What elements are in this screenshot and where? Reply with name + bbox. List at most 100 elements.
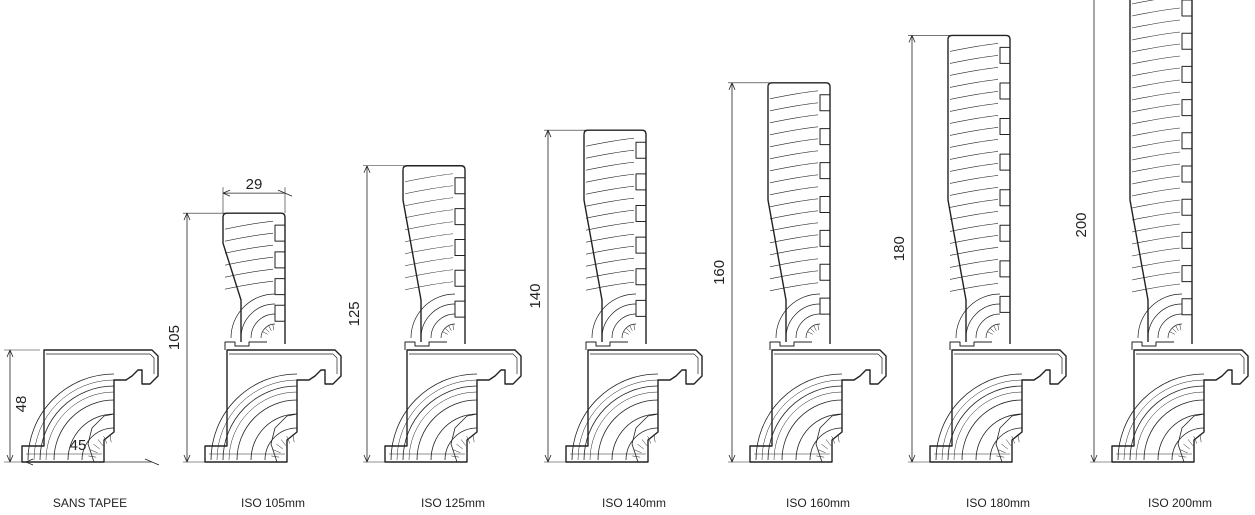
- grain-arc: [53, 399, 115, 461]
- grain-arc: [989, 427, 1023, 461]
- outline-stroke: [641, 439, 648, 446]
- grain-band: [769, 150, 819, 160]
- outline-stroke: [472, 434, 475, 443]
- notch: [274, 224, 285, 242]
- grain-arc: [597, 399, 659, 461]
- outline-stroke: [271, 455, 280, 458]
- grain-band: [585, 173, 635, 183]
- grain-band: [1131, 67, 1181, 77]
- sill-lining: [46, 353, 155, 374]
- outline-stroke: [1017, 434, 1020, 443]
- grain-band: [769, 162, 819, 172]
- grain-band: [1131, 235, 1181, 245]
- grain-band: [949, 211, 999, 220]
- notch: [819, 128, 830, 146]
- grain-band: [585, 197, 635, 207]
- grain-band: [1131, 151, 1181, 161]
- grain-band: [404, 221, 454, 231]
- dimension-label: 160: [711, 260, 728, 285]
- outline-stroke: [292, 434, 295, 443]
- notch: [454, 300, 465, 318]
- outline-stroke: [466, 436, 471, 444]
- extension-outline: [583, 129, 647, 344]
- grain-arc: [591, 293, 637, 339]
- notch: [635, 236, 646, 254]
- outline-stroke: [1011, 436, 1016, 444]
- grain-arc: [975, 313, 1001, 339]
- sill-lining: [774, 353, 883, 374]
- dimension-label: 180: [891, 236, 908, 261]
- outline-stroke: [837, 434, 840, 443]
- notch: [274, 251, 285, 269]
- notch: [819, 297, 830, 315]
- profile-caption: ISO 140mm: [602, 496, 666, 510]
- grain-arc: [781, 399, 843, 461]
- notch: [274, 304, 285, 322]
- grain-band: [769, 210, 819, 220]
- notch: [819, 94, 830, 112]
- grain-arc: [1171, 427, 1205, 461]
- outline-stroke: [818, 449, 826, 454]
- grain-core: [995, 413, 1023, 463]
- outline-stroke: [460, 439, 467, 446]
- notch: [635, 173, 646, 191]
- grain-band: [769, 198, 819, 208]
- grain-arc: [228, 391, 298, 461]
- sill-outline: [384, 349, 522, 463]
- outline-stroke: [97, 439, 104, 446]
- grain-arc: [795, 413, 843, 461]
- grain-band: [1131, 79, 1181, 89]
- grain-band: [585, 137, 635, 147]
- grain-arc: [1123, 379, 1205, 461]
- grain-band: [585, 281, 635, 291]
- joint-strip: [1131, 341, 1174, 350]
- outline-stroke: [273, 449, 281, 454]
- profile-caption: ISO 160mm: [786, 496, 850, 510]
- grain-band: [404, 197, 454, 207]
- grain-arc: [775, 293, 821, 339]
- outline-stroke: [637, 443, 644, 450]
- joint-strip: [585, 341, 628, 350]
- notch: [274, 278, 285, 296]
- grain-band: [769, 222, 819, 232]
- grain-band: [224, 220, 274, 230]
- grain-arc: [583, 385, 659, 461]
- extension-outline: [222, 217, 242, 342]
- notch: [999, 189, 1010, 207]
- grain-band: [585, 149, 635, 159]
- grain-band: [949, 67, 999, 76]
- grain-core: [631, 413, 659, 463]
- grain-band: [949, 55, 999, 64]
- outline-stroke: [264, 327, 270, 333]
- extension-outline: [947, 34, 1011, 344]
- notch: [1181, 198, 1192, 216]
- notch: [999, 224, 1010, 242]
- grain-arc: [965, 303, 1001, 339]
- notch: [1181, 231, 1192, 249]
- grain-band: [949, 175, 999, 184]
- grain-band: [769, 270, 819, 280]
- sill-lining: [954, 353, 1063, 374]
- extension-outline: [767, 82, 831, 344]
- grain-core: [270, 413, 298, 463]
- grain-arc: [1157, 313, 1183, 339]
- grain-arc: [390, 373, 478, 461]
- outline-stroke: [825, 439, 832, 446]
- extension-outline: [402, 165, 466, 344]
- grain-band: [585, 209, 635, 219]
- grain-band: [224, 232, 274, 242]
- sill-outline: [1111, 349, 1249, 463]
- grain-arc: [935, 373, 1023, 461]
- notch: [819, 229, 830, 247]
- grain-arc: [264, 427, 298, 461]
- grain-arc: [761, 379, 843, 461]
- outline-stroke: [272, 324, 274, 331]
- dimension-label: 200: [1073, 212, 1090, 237]
- grain-band: [404, 173, 454, 183]
- grain-band: [769, 234, 819, 244]
